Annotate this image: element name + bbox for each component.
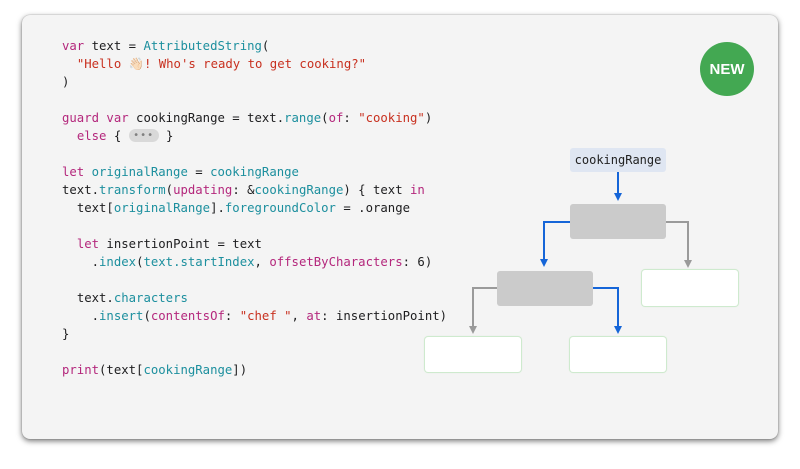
code-line-13: .index(text.startIndex, offsetByCharacte…	[62, 253, 447, 271]
arrow-root-to-right	[666, 221, 692, 268]
code-text: text =	[84, 39, 144, 53]
code-block: var text = AttributedString( "Hello 👋🏻! …	[62, 37, 447, 379]
variable-originalrange: originalRange	[113, 201, 211, 215]
code-text: }	[62, 327, 70, 341]
code-text: (	[165, 183, 174, 197]
code-line-12: let insertionPoint = text	[62, 235, 447, 253]
code-text: .	[91, 309, 100, 323]
code-line-6: else { ••• }	[62, 127, 447, 145]
slide-card: var text = AttributedString( "Hello 👋🏻! …	[22, 15, 778, 439]
code-text: }	[158, 129, 174, 143]
code-text: : insertionPoint)	[321, 309, 448, 323]
tree-leaf-bottom-left	[425, 337, 521, 372]
variable-originalrange: originalRange	[91, 165, 188, 179]
code-text: (text[	[99, 363, 144, 377]
code-text: ])	[232, 363, 248, 377]
property-characters: characters	[113, 291, 188, 305]
code-line-16: .insert(contentsOf: "chef ", at: inserti…	[62, 307, 447, 325]
method-range: range	[284, 111, 322, 125]
label-of: of	[328, 111, 344, 125]
code-text: (	[321, 111, 329, 125]
label-contentsof: contentsOf	[150, 309, 225, 323]
arrow-root-to-left	[540, 221, 570, 267]
tree-leaf-bottom-right	[570, 337, 666, 372]
code-text: : 6)	[402, 255, 433, 269]
code-line-17: }	[62, 325, 447, 343]
keyword-let: let	[62, 165, 85, 179]
code-text: ,	[254, 255, 270, 269]
code-text: {	[106, 129, 129, 143]
variable-cookingrange: cookingRange	[143, 363, 233, 377]
tree-leaf-right	[642, 270, 738, 306]
code-text: (	[143, 309, 151, 323]
code-text: )	[424, 111, 433, 125]
keyword-else: else	[76, 129, 107, 143]
code-text: text.	[76, 291, 114, 305]
arrow-mid-to-leftleaf	[469, 287, 497, 334]
variable-cookingrange: cookingRange	[210, 165, 299, 179]
code-text: :	[224, 309, 240, 323]
code-line-9: text.transform(updating: &cookingRange) …	[62, 181, 447, 199]
property-startindex: text.startIndex	[143, 255, 255, 269]
code-text: insertionPoint = text	[99, 237, 262, 251]
keyword-let: let	[76, 237, 100, 251]
code-text: .	[91, 255, 100, 269]
type-attributedstring: AttributedString	[143, 39, 262, 53]
cookingrange-label: cookingRange	[570, 148, 666, 172]
label-updating: updating	[173, 183, 233, 197]
code-text: ) { text	[343, 183, 411, 197]
code-line-10: text[originalRange].foregroundColor = .o…	[62, 199, 447, 217]
code-text: :	[343, 111, 359, 125]
code-line-3: )	[62, 73, 447, 91]
code-line-8: let originalRange = cookingRange	[62, 163, 447, 181]
method-insert: insert	[99, 309, 144, 323]
code-text: : &	[232, 183, 255, 197]
code-text: text[	[76, 201, 114, 215]
code-line-1: var text = AttributedString(	[62, 37, 447, 55]
method-index: index	[99, 255, 137, 269]
arrow-mid-to-rightleaf	[593, 287, 622, 334]
code-line-2: "Hello 👋🏻! Who's ready to get cooking?"	[62, 55, 447, 73]
tree-node-root	[570, 204, 666, 239]
code-text: (	[136, 255, 144, 269]
string-literal-hello: "Hello 👋🏻! Who's ready to get cooking?"	[76, 57, 367, 71]
code-text: )	[62, 75, 70, 89]
code-line-5: guard var cookingRange = text.range(of: …	[62, 109, 447, 127]
code-text: (	[261, 39, 270, 53]
tree-node-middle	[497, 271, 593, 306]
keyword-in: in	[410, 183, 425, 197]
label-at: at	[306, 309, 322, 323]
code-text: cookingRange = text.	[128, 111, 285, 125]
code-line-19: print(text[cookingRange])	[62, 361, 447, 379]
folded-code-pill[interactable]: •••	[128, 129, 159, 142]
string-literal-chef: "chef "	[239, 309, 292, 323]
code-text: text.	[62, 183, 100, 197]
code-line-15: text.characters	[62, 289, 447, 307]
function-print: print	[62, 363, 100, 377]
keyword-var: var	[62, 39, 85, 53]
code-text: =	[187, 165, 211, 179]
tree-diagram	[469, 172, 692, 334]
property-foregroundcolor: foregroundColor	[224, 201, 336, 215]
code-text: = .orange	[335, 201, 411, 215]
method-transform: transform	[99, 183, 166, 197]
code-text: ,	[291, 309, 307, 323]
new-badge: NEW	[700, 42, 754, 96]
variable-cookingrange: cookingRange	[254, 183, 344, 197]
string-literal-cooking: "cooking"	[358, 111, 425, 125]
keyword-guard-var: guard var	[62, 111, 129, 125]
code-text: ].	[210, 201, 225, 215]
label-offsetbycharacters: offsetByCharacters	[269, 255, 403, 269]
